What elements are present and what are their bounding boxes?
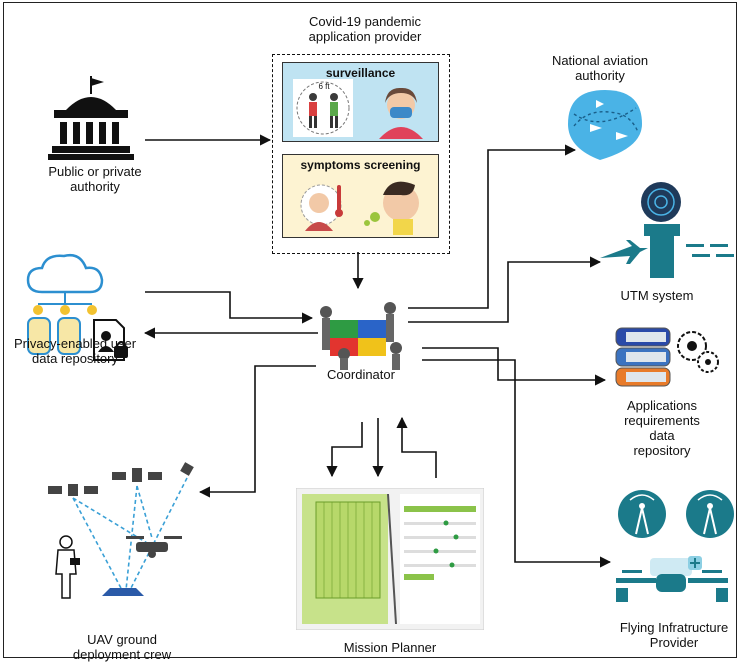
satellite-drone-operator-icon [48,462,194,599]
national-aviation-label: National aviation authority [551,53,649,83]
air-traffic-control-tower-icon [600,182,734,278]
arrow-coordinator-to-utm [408,256,602,323]
flying-infra-label: Flying Infratructure Provider [619,620,729,650]
arrow-repo-to-coordinator [145,291,314,324]
puzzle-team-icon [320,302,402,370]
arrow-coordinator-to-aviation [408,144,577,309]
symptoms-screening-label: symptoms screening [300,158,421,172]
aviation-map-pin-icon [568,90,642,160]
privacy-repo-label: Privacy-enabled user data repository [13,336,137,366]
symptoms-panel: symptoms screening [282,154,439,238]
government-building-icon [48,76,134,160]
masked-person-icon [379,87,423,139]
coordinator-label: Coordinator [327,367,395,382]
public-authority-label: Public or private authority [48,164,142,194]
arrow-coordinator-to-flying [422,359,612,568]
surveillance-panel: surveillance 6 ft [282,62,439,142]
applications-repo-label: Applications requirements data repositor… [624,398,700,458]
cloud-database-icon [26,254,104,355]
mission-planner-tablet-icon [296,488,484,630]
covid-provider-box [272,54,450,254]
server-stack-icon [615,327,719,387]
arrow-coordinator-to-apps [422,347,607,386]
mission-planner-label: Mission Planner [343,640,437,655]
uav-crew-label: UAV ground deployment crew [72,632,172,662]
social-distance-icon [293,79,353,137]
arrow-planner-to-coordinator [396,416,437,478]
symptoms-screening-icon [300,181,419,235]
arrow-coordinator-to-crew [198,365,316,498]
surveillance-label: surveillance [325,66,396,80]
diagram-frame [3,2,737,658]
social-distance-label: 6 ft [318,82,330,91]
utm-system-label: UTM system [620,288,694,303]
covid-provider-title: Covid-19 pandemic application provider [308,14,422,44]
arrow-coordinator-to-planner-1 [326,422,363,478]
locked-document-icon [93,319,128,361]
drone-cell-tower-icon [616,490,734,602]
